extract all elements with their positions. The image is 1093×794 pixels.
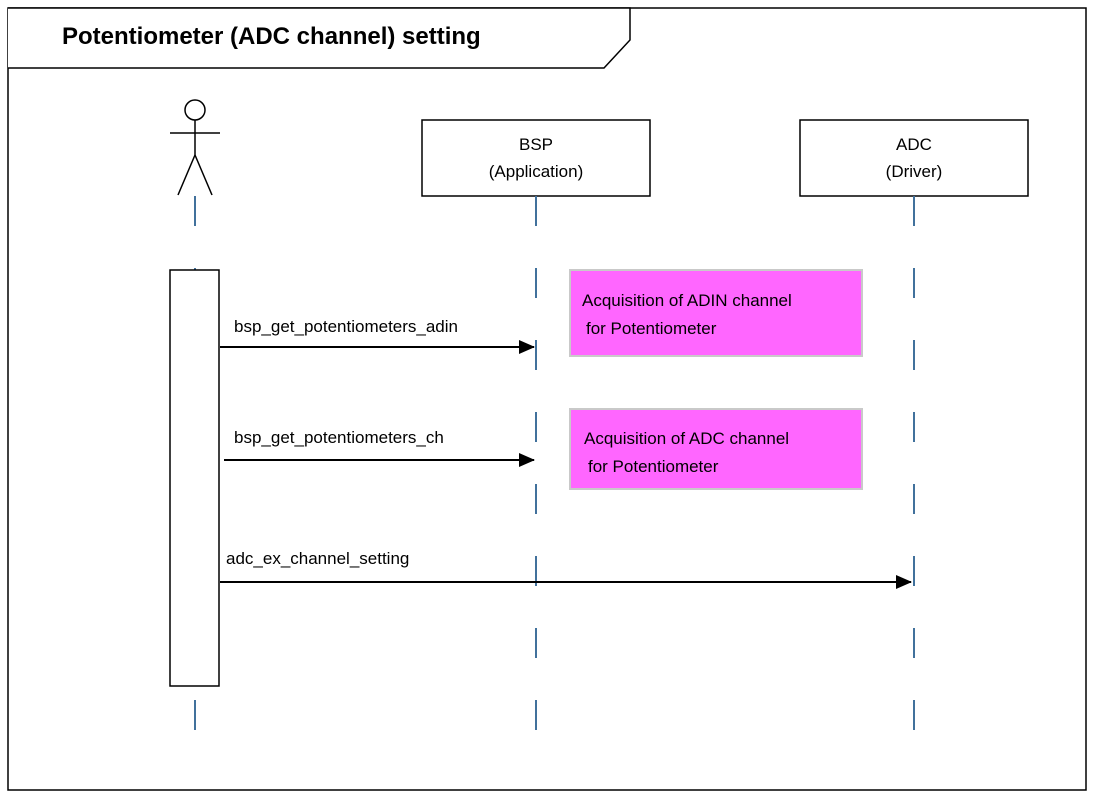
message-label-adc-setting: adc_ex_channel_setting [226,549,409,568]
frame-title-tab [8,7,631,69]
bsp-lifeline-box [421,119,651,197]
frame-title: Potentiometer (ADC channel) setting [62,23,481,50]
adc-subtitle: (Driver) [886,162,943,181]
adc-title: ADC [896,135,932,154]
message-label-ch: bsp_get_potentiometers_ch [234,428,444,447]
note-adin-line2: for Potentiometer [586,319,717,338]
actor-icon [170,99,220,196]
note-adin-line1: Acquisition of ADIN channel [582,291,792,310]
message-label-adin: bsp_get_potentiometers_adin [234,317,458,336]
note-adin-box [569,269,863,357]
adc-lifeline-box [799,119,1029,197]
bsp-subtitle: (Application) [489,162,584,181]
note-adc-line2: for Potentiometer [588,457,719,476]
note-adc-box [569,408,863,490]
activation-bar [169,269,220,687]
bsp-title: BSP [519,135,553,154]
note-adc-line1: Acquisition of ADC channel [584,429,789,448]
